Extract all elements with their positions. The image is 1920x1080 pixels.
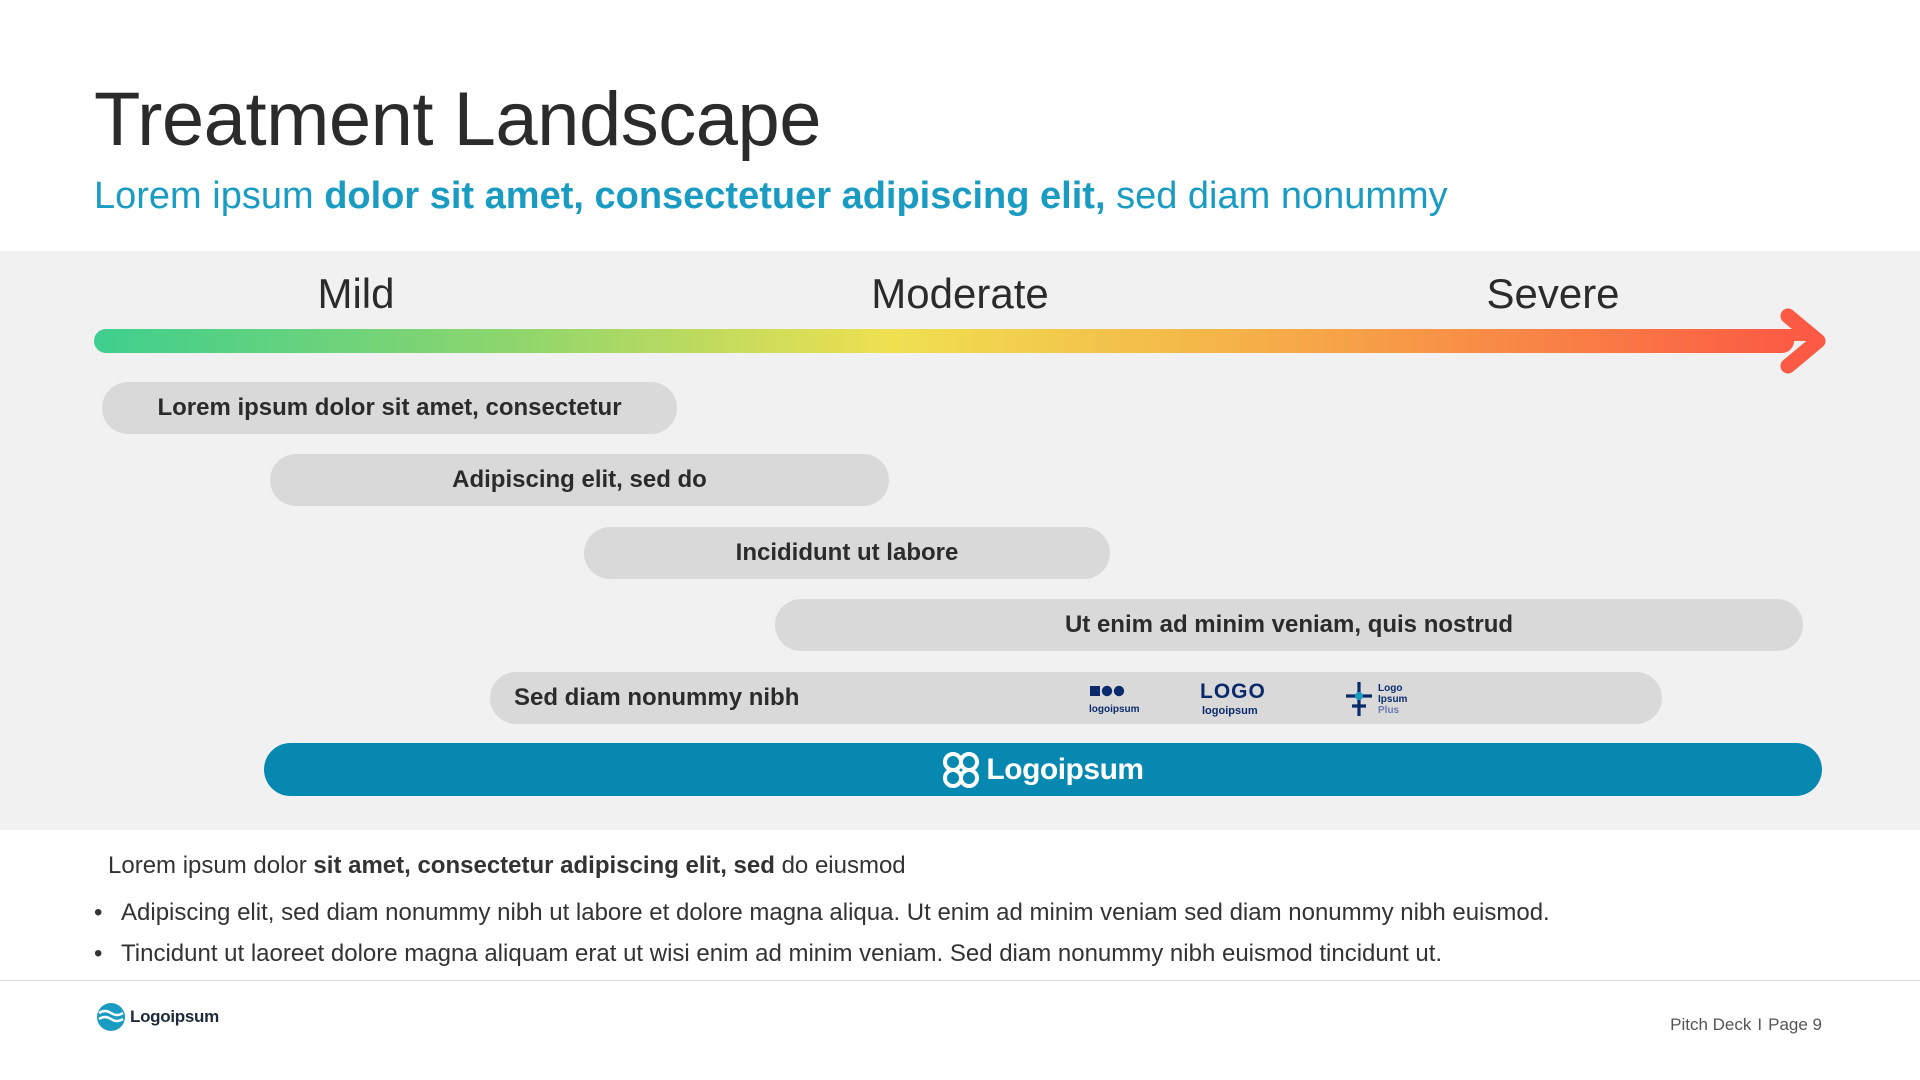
wave-logo-icon <box>97 1003 125 1031</box>
cross-logo-icon: Logo Ipsum Plus <box>1346 682 1408 716</box>
treatment-bar-1: Lorem ipsum dolor sit amet, consectetur <box>102 382 677 434</box>
page-number: Page 9 <box>1768 1015 1822 1034</box>
footer-logo-text: Logoipsum <box>130 1007 219 1026</box>
treatment-bar-3: Incididunt ut labore <box>584 527 1110 579</box>
treatment-bar-4: Ut enim ad minim veniam, quis nostrud <box>775 599 1803 651</box>
partner-logo-1-name: logoipsum <box>1089 704 1140 715</box>
highlight-label: Logoipsum <box>986 752 1144 786</box>
body-bullets: Adipiscing elit, sed diam nonummy nibh u… <box>94 892 1550 974</box>
treatment-bar-2: Adipiscing elit, sed do <box>270 454 889 506</box>
partner-logo-2-mark: LOGO <box>1200 680 1266 703</box>
arrow-head <box>1780 308 1826 374</box>
deck-name: Pitch Deck <box>1670 1015 1752 1034</box>
severity-gradient-arrow <box>94 308 1826 374</box>
clover-logo-icon <box>943 751 980 788</box>
footer-divider <box>0 980 1920 981</box>
arrow-bar <box>94 329 1794 353</box>
partner-logo-3-line2: Ipsum <box>1378 694 1408 705</box>
treatment-label: Incididunt ut labore <box>735 539 959 566</box>
bullet-item: Adipiscing elit, sed diam nonummy nibh u… <box>94 892 1550 933</box>
severity-label-moderate: Moderate <box>871 270 1049 317</box>
treatment-label: Ut enim ad minim veniam, quis nostrud <box>1064 611 1514 638</box>
partner-logo-3-line1: Logo <box>1378 683 1402 694</box>
footer-logo: Logoipsum <box>96 1002 219 1032</box>
page-info: Pitch Deck I Page 9 <box>1670 1015 1822 1035</box>
logo-wordmark-icon: LOGO logoipsum <box>1200 680 1266 717</box>
severity-label-mild: Mild <box>317 270 395 317</box>
page-separator: I <box>1757 1015 1763 1034</box>
treatment-label: Adipiscing elit, sed do <box>452 466 707 493</box>
treatment-bar-5: Sed diam nonummy nibh logoipsum LOGO log… <box>490 672 1662 724</box>
body-lead: Lorem ipsum dolor sit amet, consectetur … <box>108 852 906 879</box>
bullet-item: Tincidunt ut laoreet dolore magna aliqua… <box>94 933 1550 974</box>
squares-dots-logo-icon: logoipsum <box>1089 685 1140 715</box>
partner-logo-3-line3: Plus <box>1378 705 1400 716</box>
highlight-treatment-bar: Logoipsum <box>264 743 1822 796</box>
severity-label-severe: Severe <box>1486 270 1620 317</box>
partner-logo-2-name: logoipsum <box>1202 705 1258 717</box>
treatment-label: Lorem ipsum dolor sit amet, consectetur <box>157 394 622 421</box>
treatment-label: Sed diam nonummy nibh <box>514 684 800 711</box>
slide-subtitle: Lorem ipsum dolor sit amet, consectetuer… <box>94 175 1448 217</box>
slide-title: Treatment Landscape <box>94 77 822 162</box>
